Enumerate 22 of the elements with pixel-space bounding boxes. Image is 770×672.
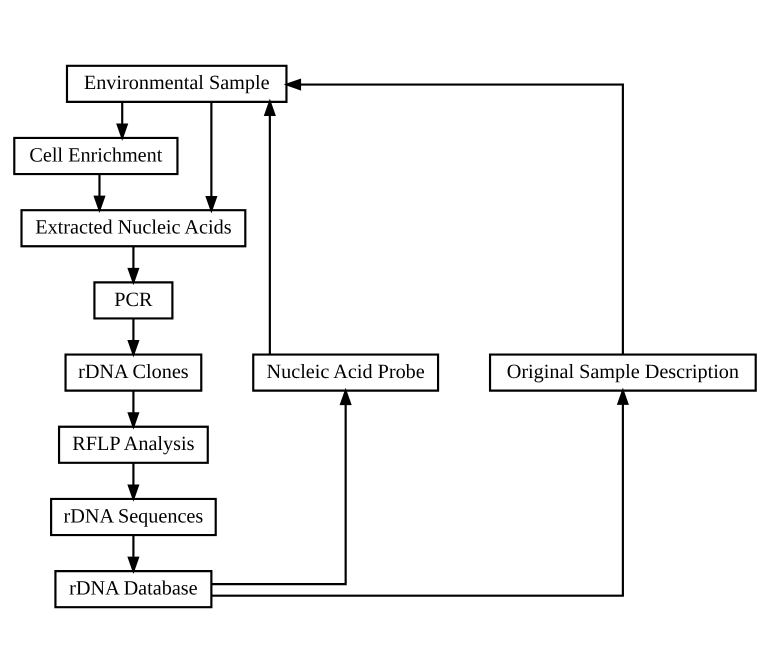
arrow xyxy=(264,98,276,354)
arrow xyxy=(205,102,218,213)
node-box: Nucleic Acid Probe xyxy=(252,352,440,392)
node-box: PCR xyxy=(93,280,174,320)
arrow xyxy=(127,246,140,285)
node-box: rDNA Database xyxy=(54,570,212,608)
arrow xyxy=(93,174,106,213)
node-box: rDNA Sequences xyxy=(50,497,217,536)
arrow xyxy=(212,387,352,585)
arrow xyxy=(284,78,624,354)
arrow xyxy=(116,102,128,140)
node-box: Extracted Nucleic Acids xyxy=(20,208,246,247)
arrow xyxy=(127,462,140,502)
node-box: rDNA Clones xyxy=(64,352,202,392)
arrow xyxy=(127,318,140,357)
arrow xyxy=(127,534,140,574)
arrow xyxy=(212,387,629,596)
arrow xyxy=(127,390,140,430)
node-box: Original Sample Description xyxy=(488,352,757,392)
node-box: Cell Enrichment xyxy=(13,136,179,175)
node-box: Environmental Sample xyxy=(66,64,288,102)
node-box: RFLP Analysis xyxy=(58,425,209,464)
